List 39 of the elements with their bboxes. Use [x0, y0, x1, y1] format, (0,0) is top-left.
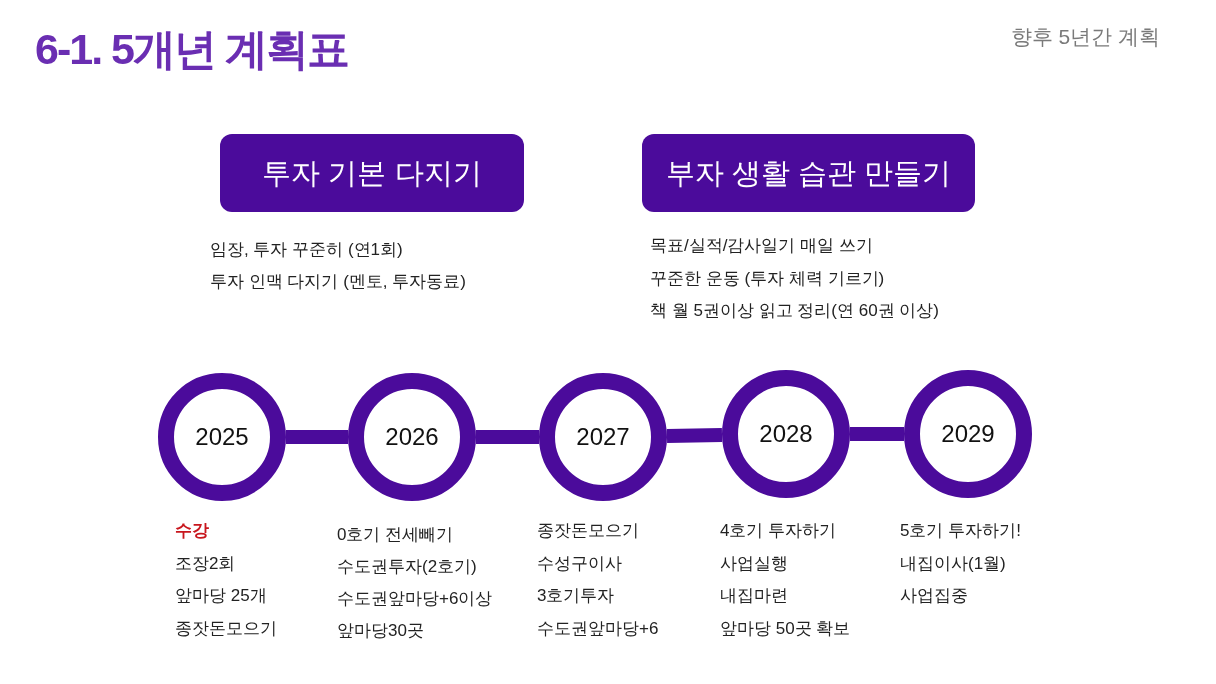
heading-box: [220, 134, 524, 212]
note-text: 임장, 투자 꾸준히 (연1회): [210, 239, 403, 261]
connector-line: [476, 430, 539, 444]
note-text: 꾸준한 운동 (투자 체력 기르기): [650, 267, 885, 290]
connector-line: [666, 428, 723, 443]
note-text: 종잣돈모으기: [537, 520, 639, 542]
subtitle-text: 향후 5년간 계획: [1010, 24, 1160, 50]
heading-text: 부자 생활 습관 만들기: [665, 156, 952, 191]
heading-box: [642, 134, 975, 212]
note-text: 사업집중: [900, 585, 968, 607]
connector-line: [850, 427, 904, 441]
year-text: 2029: [941, 419, 995, 449]
year-text: 2026: [385, 422, 439, 452]
note-text: 3호기투자: [537, 585, 615, 607]
note-text: 앞마당 50곳 확보: [720, 617, 851, 640]
note-text: 종잣돈모으기: [175, 617, 277, 640]
note-text: 사업실행: [720, 552, 788, 575]
title-text: 6-1. 5개년 계획표: [35, 24, 348, 75]
note-text: 수도권앞마당+6이상: [337, 588, 493, 610]
note-text: 책 월 5권이상 읽고 정리(연 60권 이상): [650, 300, 940, 322]
note-text: 조장2회: [175, 552, 236, 575]
note-text: 앞마당 25개: [175, 585, 267, 607]
note-text: 수강: [175, 520, 209, 542]
year-text: 2027: [576, 422, 630, 452]
note-text: 목표/실적/감사일기 매일 쓰기: [650, 235, 873, 257]
note-text: 수도권앞마당+6: [537, 617, 659, 640]
note-text: 수성구이사: [537, 552, 622, 575]
note-text: 4호기 투자하기: [720, 520, 837, 542]
heading-text: 투자 기본 다지기: [262, 156, 482, 191]
note-text: 내집마련: [720, 585, 788, 607]
note-text: 수도권투자(2호기): [337, 556, 477, 578]
year-text: 2025: [195, 422, 249, 452]
note-text: 내집이사(1월): [900, 552, 1006, 575]
note-text: 앞마당30곳: [337, 620, 424, 642]
note-text: 5호기 투자하기!: [900, 520, 1021, 542]
note-text: 0호기 전세빼기: [337, 524, 454, 546]
note-text: 투자 인맥 다지기 (멘토, 투자동료): [210, 271, 466, 293]
year-text: 2028: [759, 419, 813, 449]
connector-line: [286, 430, 348, 444]
